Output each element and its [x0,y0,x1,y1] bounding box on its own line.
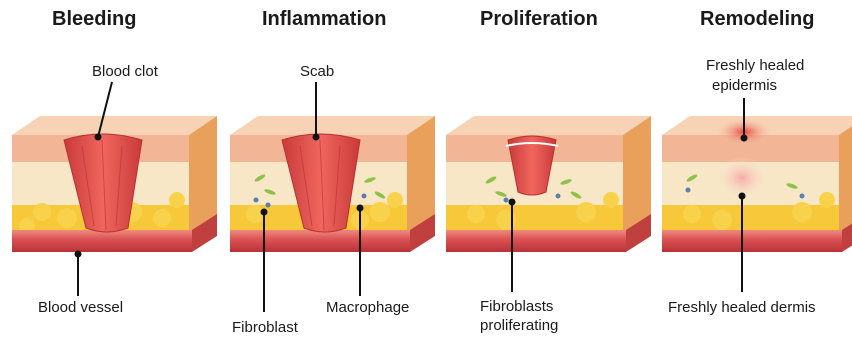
stage-title-proliferation: Proliferation [480,8,598,31]
blood-vessel [230,230,410,252]
panel-proliferation [446,116,651,292]
label-epidermis-line2: epidermis [712,76,777,95]
label-healed-dermis: Freshly healed dermis [668,298,816,317]
stage-title-bleeding: Bleeding [52,8,136,31]
panel-remodeling [662,98,852,292]
label-fibroblast: Fibroblast [232,318,298,337]
blood-vessel [662,230,842,252]
blood-vessel [446,230,626,252]
label-blood-vessel: Blood vessel [38,298,123,317]
label-macrophage: Macrophage [326,298,409,317]
skin-block [446,116,651,248]
stage-title-remodeling: Remodeling [700,8,814,31]
label-scab: Scab [300,62,334,81]
blood-vessel [12,230,192,252]
label-fibroblasts-line1: Fibroblasts [480,297,553,316]
panel-inflammation [230,82,435,312]
label-blood-clot: Blood clot [92,62,158,81]
panel-bleeding [12,82,217,296]
label-epidermis-line1: Freshly healed [706,56,804,75]
label-fibroblasts-line2: proliferating [480,316,558,335]
stage-title-inflammation: Inflammation [262,8,386,31]
